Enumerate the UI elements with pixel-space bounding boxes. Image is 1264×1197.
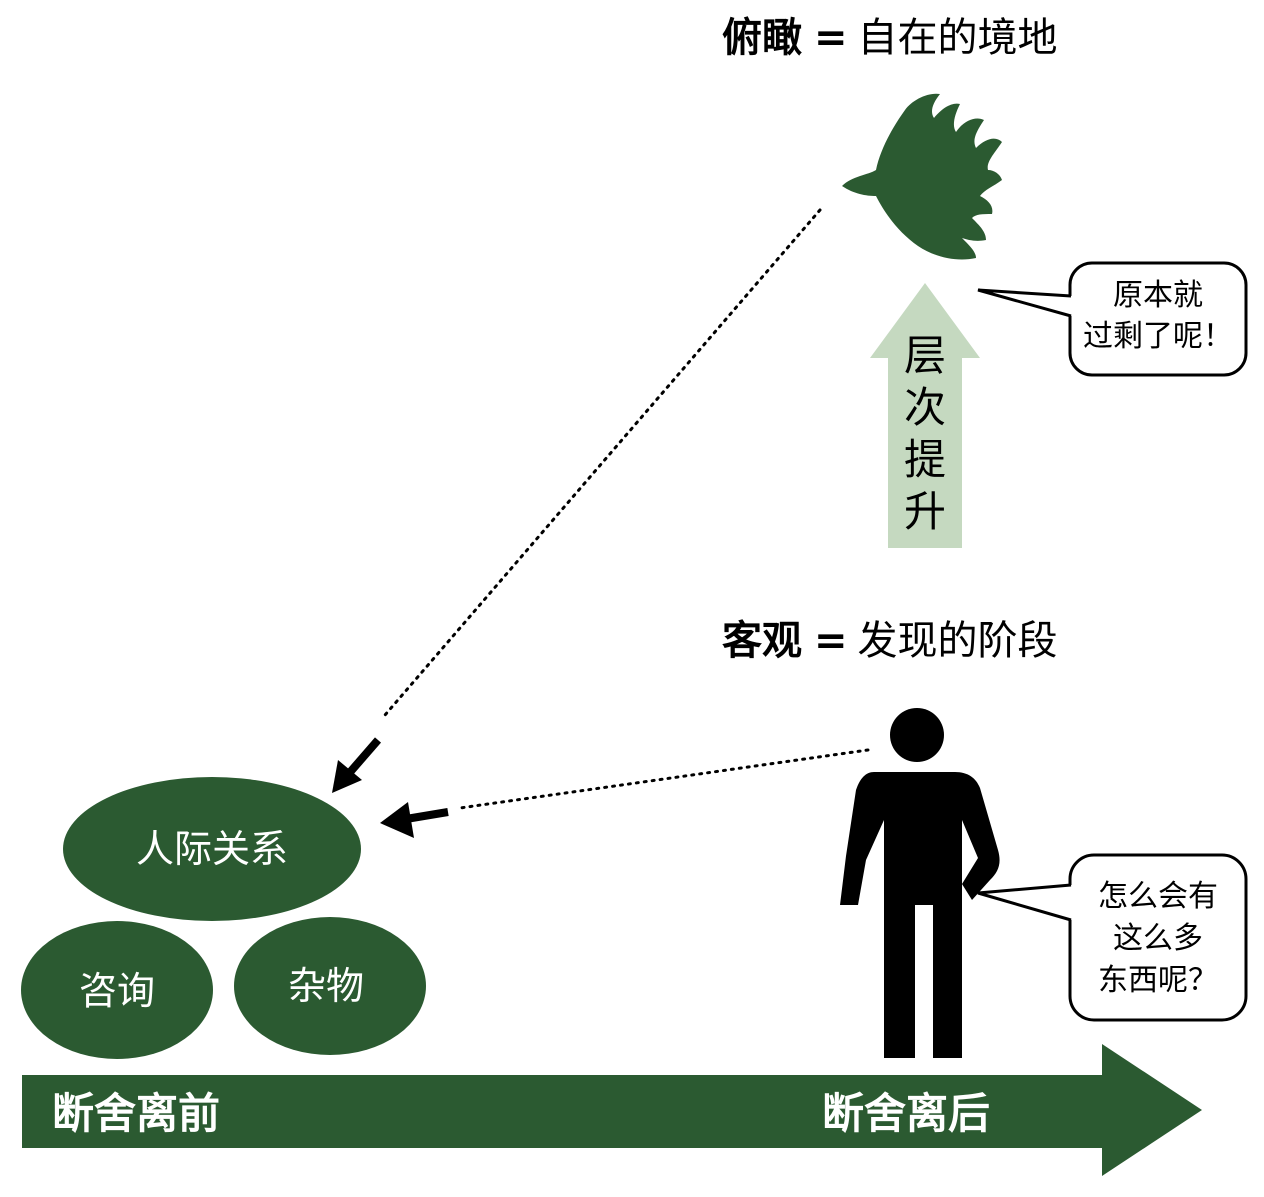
level-up-char-2: 次	[904, 383, 946, 432]
bird-bubble-line1: 原本就	[1113, 278, 1203, 313]
mid-heading: 客观 =发现的阶段	[722, 621, 1058, 661]
bird-sight-arrowhead	[332, 737, 382, 793]
top-heading-equals: =	[814, 15, 848, 61]
top-heading-rest: 自在的境地	[857, 15, 1058, 61]
person-bubble-line1: 怎么会有	[1098, 879, 1218, 914]
ellipse-relations: 人际关系	[63, 777, 361, 921]
mid-heading-equals: =	[814, 618, 848, 664]
timeline-before-label: 断舍离前	[52, 1089, 220, 1138]
person-speech-bubble: 怎么会有 这么多 东西呢？	[977, 853, 1248, 1022]
top-heading-bold: 俯瞰	[722, 15, 802, 61]
level-up-arrow: 层 次 提 升	[870, 283, 980, 548]
timeline-after-label: 断舍离后	[822, 1089, 990, 1138]
mid-heading-bold: 客观	[722, 618, 802, 664]
person-bubble-line2: 这么多	[1113, 921, 1203, 956]
level-up-char-4: 升	[904, 487, 946, 536]
level-up-char-3: 提	[904, 435, 946, 484]
ellipse-consult: 咨询	[21, 921, 213, 1059]
timeline-arrow: 断舍离前 断舍离后	[22, 1044, 1202, 1176]
bird-bubble-line2: 过剩了呢！	[1083, 319, 1233, 354]
dove-icon	[842, 93, 1002, 260]
level-up-char-1: 层	[904, 331, 946, 380]
bird-speech-bubble: 原本就 过剩了呢！	[977, 261, 1248, 377]
person-icon	[840, 708, 1000, 1058]
person-sight-arrowhead	[380, 802, 449, 838]
ellipse-relations-label: 人际关系	[136, 827, 288, 871]
mid-heading-rest: 发现的阶段	[857, 618, 1058, 664]
bird-sight-line	[383, 208, 822, 717]
person-sight-line	[458, 748, 870, 810]
top-heading: 俯瞰 =自在的境地	[722, 18, 1058, 58]
person-bubble-line3: 东西呢？	[1098, 963, 1218, 998]
ellipse-clutter-label: 杂物	[288, 964, 364, 1008]
ellipse-consult-label: 咨询	[79, 969, 155, 1013]
ellipse-clutter: 杂物	[234, 917, 426, 1055]
